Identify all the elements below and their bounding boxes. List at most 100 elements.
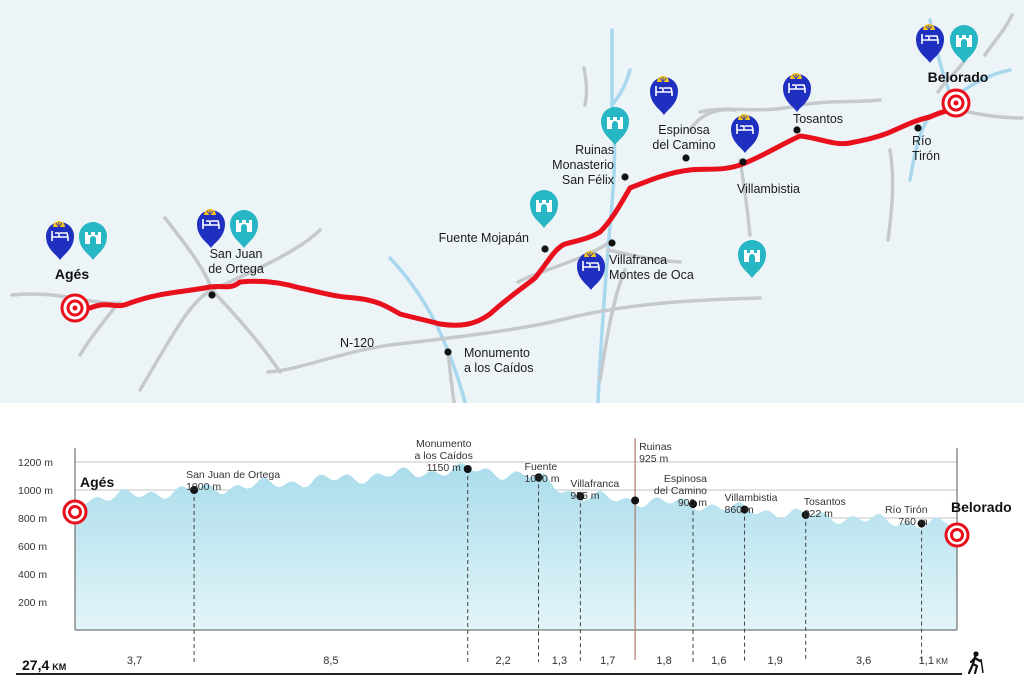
place-label-ages: Agés <box>55 266 89 282</box>
hiker-icon <box>967 651 984 675</box>
place-dot <box>621 173 629 181</box>
pin-shape <box>950 25 978 63</box>
place-label-line: Villafranca <box>609 253 667 267</box>
place-label-line: Ruinas <box>575 143 614 157</box>
castle-icon <box>956 35 972 47</box>
road <box>138 288 214 392</box>
map-pin-monument[interactable] <box>79 222 107 260</box>
segment-distance: 3,6 <box>856 655 871 667</box>
end-marker <box>941 88 971 118</box>
checkpoint-name: Río Tirón <box>885 504 928 516</box>
segment-distance: 8,5 <box>323 655 338 667</box>
checkpoint-dot <box>534 473 543 482</box>
segment-distance: 1,7 <box>600 655 615 667</box>
place-dot <box>608 239 616 247</box>
checkpoint-dot <box>801 510 810 519</box>
map-pin-monument[interactable] <box>601 107 629 145</box>
map-pin-monument[interactable] <box>738 240 766 278</box>
checkpoint-dot <box>689 500 698 508</box>
place-dot <box>914 124 922 132</box>
y-tick-label: 1000 m <box>18 485 53 497</box>
segment-distance: 1,9 <box>767 655 782 667</box>
place-dot <box>444 348 452 356</box>
checkpoint-elevation: 1150 m <box>427 462 461 474</box>
bed-shell-icon <box>788 73 806 93</box>
river <box>610 68 632 107</box>
segment-value: 3,6 <box>856 655 871 667</box>
y-tick-label: 800 m <box>18 513 47 525</box>
checkpoint-dot <box>576 492 585 501</box>
map-pin-monument[interactable] <box>230 210 258 248</box>
place-label-belorado: Belorado <box>928 69 989 85</box>
place-label-line: Río <box>912 134 932 148</box>
map-pin-lodging[interactable] <box>783 73 811 112</box>
checkpoint-elevation: 955 m <box>570 490 599 502</box>
pin-shape <box>79 222 107 260</box>
bed-shell-icon <box>655 76 673 96</box>
segment-value: 1,3 <box>552 655 567 667</box>
road <box>606 248 682 264</box>
road <box>598 268 627 382</box>
map-pin-monument[interactable] <box>530 190 558 228</box>
map-pin-lodging[interactable] <box>731 114 759 153</box>
map-pin-lodging[interactable] <box>916 24 944 63</box>
y-tick-label: 600 m <box>18 541 47 553</box>
checkpoint-dot <box>463 465 472 473</box>
checkpoint-elevation: 925 m <box>639 453 668 465</box>
pin-shape <box>783 74 811 112</box>
checkpoint-name: Monumento <box>416 438 472 450</box>
segment-value: 1,8 <box>656 655 671 667</box>
profile-end-marker <box>944 522 970 548</box>
map-pin-lodging[interactable] <box>650 76 678 115</box>
bed-shell-icon <box>736 114 754 134</box>
road-label-n120: N-120 <box>340 336 374 350</box>
bed-shell-icon <box>582 251 600 271</box>
map-pin-lodging[interactable] <box>197 209 225 248</box>
segment-distance: 3,7 <box>127 655 142 667</box>
checkpoint-elevation: 860 m <box>725 504 754 516</box>
pin-shape <box>577 252 605 290</box>
pin-shape <box>197 210 225 248</box>
checkpoint-name: Ruinas <box>639 441 672 453</box>
checkpoint-name: Villambistia <box>725 492 778 504</box>
pin-shape <box>46 222 74 260</box>
place-dot <box>739 158 747 166</box>
map-pin-lodging[interactable] <box>577 251 605 290</box>
pin-shape <box>916 25 944 63</box>
road <box>210 288 282 374</box>
checkpoint-dot <box>917 519 926 528</box>
segment-value: 1,7 <box>600 655 615 667</box>
y-tick-label: 400 m <box>18 569 47 581</box>
place-label-line: Montes de Oca <box>609 268 694 282</box>
castle-icon <box>607 117 623 129</box>
map-pin-monument[interactable] <box>950 25 978 63</box>
segment-distance: 2,2 <box>495 655 510 667</box>
checkpoint-name: Tosantos <box>804 496 846 508</box>
segment-value: 8,5 <box>323 655 338 667</box>
y-tick-label: 1200 m <box>18 457 53 469</box>
place-label-line: Villambistia <box>737 182 800 196</box>
road <box>516 240 612 284</box>
road <box>582 66 589 107</box>
road <box>738 158 752 237</box>
checkpoint-name: a los Caídos <box>415 450 473 462</box>
map-pin-lodging[interactable] <box>46 221 74 260</box>
segment-value: 1,1 <box>919 655 934 667</box>
place-label-line: Tirón <box>912 149 940 163</box>
